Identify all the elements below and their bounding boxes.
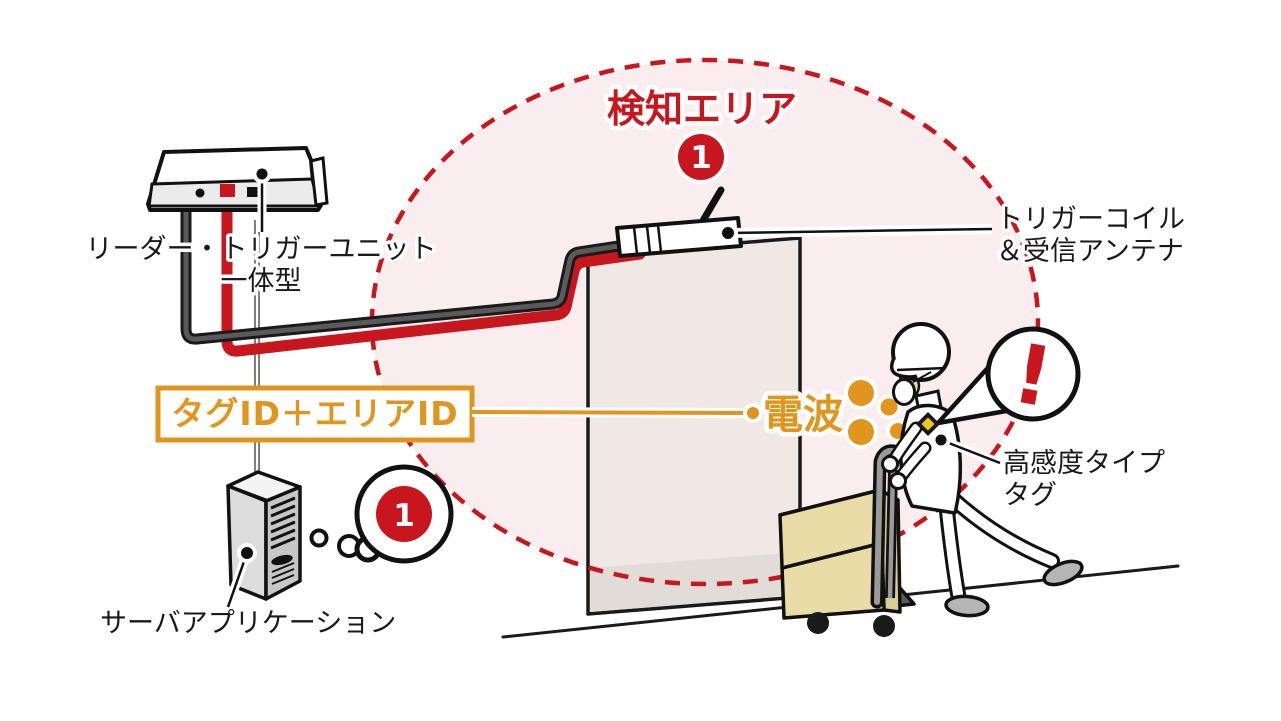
alert-bubble-circle bbox=[985, 326, 1081, 422]
antenna-label-line1: トリガーコイル bbox=[996, 204, 1185, 235]
black-cable-core bbox=[183, 192, 641, 342]
alert-bubble: ! bbox=[935, 326, 1081, 426]
tag-callout: 高感度タイプ タグ bbox=[931, 430, 1169, 515]
detection-area-title: 検知エリア 1 bbox=[602, 83, 802, 184]
worker-mask-strap bbox=[912, 371, 932, 383]
worker-hand-upper bbox=[881, 455, 899, 473]
reader-unit-label-line2: 一体型 bbox=[221, 266, 302, 297]
reader-unit-label-line1: リーダー・トリガーユニット bbox=[86, 234, 437, 265]
doorway bbox=[586, 236, 802, 616]
tag-label-line1: 高感度タイプ bbox=[1003, 448, 1165, 479]
server-tower bbox=[226, 470, 302, 601]
antenna-callout: トリガーコイル ＆受信アンテナ bbox=[718, 201, 1189, 271]
worker-helmet-brim bbox=[889, 357, 918, 379]
worker-front-shoe bbox=[944, 594, 990, 618]
radio-wave-label: 電波 bbox=[763, 392, 843, 438]
worker-back-shoe bbox=[1042, 559, 1084, 587]
detection-badge bbox=[678, 134, 724, 180]
radio-callout: 電波 bbox=[471, 388, 848, 443]
unit-port-dot bbox=[195, 188, 205, 198]
sensor-tag bbox=[916, 412, 940, 436]
hand-truck bbox=[778, 444, 916, 637]
server-label: サーバアプリケーション bbox=[100, 608, 396, 639]
tag-label-line2: タグ bbox=[1003, 480, 1057, 511]
unit-bracket bbox=[309, 156, 329, 207]
worker-mask bbox=[892, 378, 916, 406]
detection-area-label: 検知エリア bbox=[607, 87, 797, 131]
cart-wheel-right bbox=[873, 615, 895, 637]
cargo-boxes bbox=[778, 488, 902, 620]
id-box: タグID＋エリアID bbox=[155, 385, 475, 443]
antenna-whip bbox=[697, 186, 725, 228]
worker-hand-lower bbox=[889, 472, 907, 490]
red-cable bbox=[221, 189, 646, 357]
worker-helmet bbox=[891, 322, 951, 382]
antenna-label-line2: ＆受信アンテナ bbox=[996, 236, 1184, 267]
cart-wheel-left bbox=[807, 612, 829, 634]
thought-badge-number: 1 bbox=[393, 498, 415, 534]
unit-red-connector bbox=[220, 184, 235, 197]
reader-trigger-unit bbox=[146, 146, 329, 212]
unit-black-connector bbox=[247, 187, 262, 197]
reader-unit-callout: リーダー・トリガーユニット 一体型 bbox=[82, 164, 440, 301]
server-drive-slot bbox=[271, 554, 293, 566]
server-thought-bubble: 1 bbox=[309, 464, 454, 564]
id-box-label: タグID＋エリアID bbox=[171, 394, 458, 433]
trigger-coil-antenna bbox=[615, 186, 743, 258]
tag-core bbox=[921, 417, 935, 431]
antenna-cables bbox=[180, 189, 646, 357]
thought-badge bbox=[376, 486, 432, 542]
detection-badge-number: 1 bbox=[690, 140, 712, 176]
server-callout: サーバアプリケーション bbox=[100, 543, 396, 639]
server-vents bbox=[270, 496, 296, 550]
